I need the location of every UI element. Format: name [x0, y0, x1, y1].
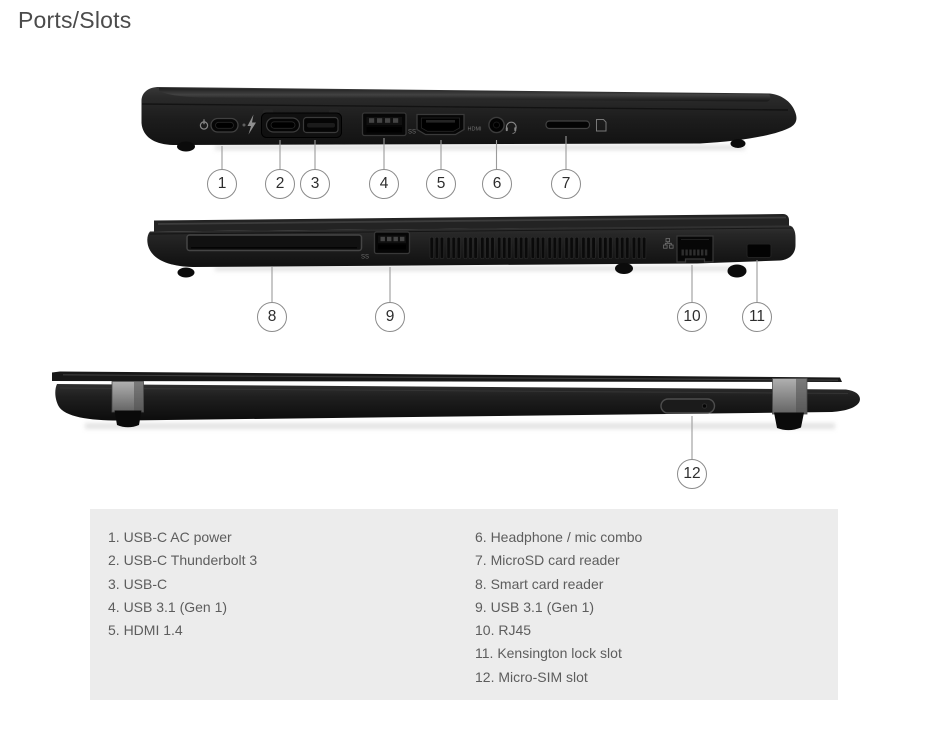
headset-icon [505, 121, 517, 134]
callout-2: 2 [265, 169, 295, 199]
rubber-foot [177, 267, 195, 278]
legend-item: 12. Micro-SIM slot [475, 668, 588, 685]
laptop-shadow [215, 145, 745, 150]
thunderbolt-icon [247, 114, 256, 135]
kensington-lock-slot [746, 243, 772, 258]
body-highlight [59, 387, 849, 394]
usb-c-power-port [210, 117, 239, 133]
hinge-left [111, 381, 144, 428]
callout-4: 4 [369, 169, 399, 199]
hdmi-label: HDMI [468, 127, 483, 133]
callout-6: 6 [482, 169, 512, 199]
usb-ss-icon: SS [408, 130, 416, 136]
rubber-foot [727, 264, 747, 278]
legend-column-left: 1. USB-C AC power 2. USB-C Thunderbolt 3… [108, 526, 257, 642]
laptop-right-side-view: SS [135, 210, 805, 305]
laptop-shadow [215, 266, 745, 271]
laptop-left-side-view: SS HDMI [135, 80, 805, 175]
callout-12: 12 [677, 459, 707, 489]
rubber-foot [615, 263, 633, 274]
legend-item: 1. USB-C AC power [108, 529, 232, 545]
rubber-foot [730, 139, 746, 148]
legend-item: 9. USB 3.1 (Gen 1) [475, 598, 595, 615]
callout-lines [271, 260, 758, 302]
hdmi-port [416, 113, 465, 136]
ethernet-icon [663, 238, 674, 249]
legend-item: 6. Headphone / mic combo [475, 529, 643, 545]
legend-item: 10. RJ45 [475, 622, 532, 639]
usb-ss-icon: SS [361, 255, 369, 261]
usb-a-port-right [373, 231, 411, 255]
usb-a-port [361, 112, 407, 137]
legend-item: 11. Kensington lock slot [475, 645, 622, 662]
laptop-body [55, 384, 860, 421]
legend-item: 7. MicroSD card reader [475, 552, 620, 569]
lid-edge [52, 371, 842, 382]
lid-highlight [62, 374, 839, 381]
laptop-rear-view [40, 365, 880, 460]
callout-10: 10 [677, 302, 707, 332]
legend-item: 8. Smart card reader [475, 575, 604, 592]
indicator-dot [242, 123, 246, 127]
headphone-jack [488, 116, 505, 134]
callout-3: 3 [300, 169, 330, 199]
microsd-card-icon [596, 119, 607, 132]
power-icon [199, 119, 209, 130]
rubber-foot [177, 141, 195, 152]
callout-9: 9 [375, 302, 405, 332]
body-seam [141, 103, 789, 111]
lid-highlight [157, 216, 787, 225]
callout-7: 7 [551, 169, 581, 199]
laptop-right-side-illustration: SS [147, 214, 796, 302]
legend-item: 3. USB-C [108, 575, 168, 592]
laptop-rear-illustration [52, 371, 860, 459]
callout-lines [221, 136, 567, 169]
laptop-shadow [85, 423, 835, 429]
page-title: Ports/Slots [18, 7, 132, 33]
body-seam [149, 227, 794, 235]
lid-edge [159, 88, 771, 102]
dock-connector [261, 109, 342, 138]
legend-panel: 1. USB-C AC power 2. USB-C Thunderbolt 3… [90, 509, 838, 700]
callout-8: 8 [257, 302, 287, 332]
legend-item: 5. HDMI 1.4 [108, 622, 183, 639]
hinge-right [772, 378, 808, 431]
legend-column-right: 6. Headphone / mic combo 7. MicroSD card… [475, 526, 642, 689]
callout-1: 1 [207, 169, 237, 199]
legend-item: 2. USB-C Thunderbolt 3 [108, 552, 258, 569]
callout-11: 11 [742, 302, 772, 332]
legend-item: 4. USB 3.1 (Gen 1) [108, 598, 228, 615]
laptop-left-side-illustration: SS HDMI [141, 87, 797, 169]
usb-c-dock-port [302, 116, 339, 134]
usb-c-thunderbolt-port [265, 117, 301, 133]
rj45-port [676, 235, 714, 263]
microsd-slot [545, 120, 591, 130]
callout-5: 5 [426, 169, 456, 199]
vent-grille [429, 236, 648, 260]
smart-card-slot [186, 234, 363, 252]
sim-tray [660, 398, 716, 414]
